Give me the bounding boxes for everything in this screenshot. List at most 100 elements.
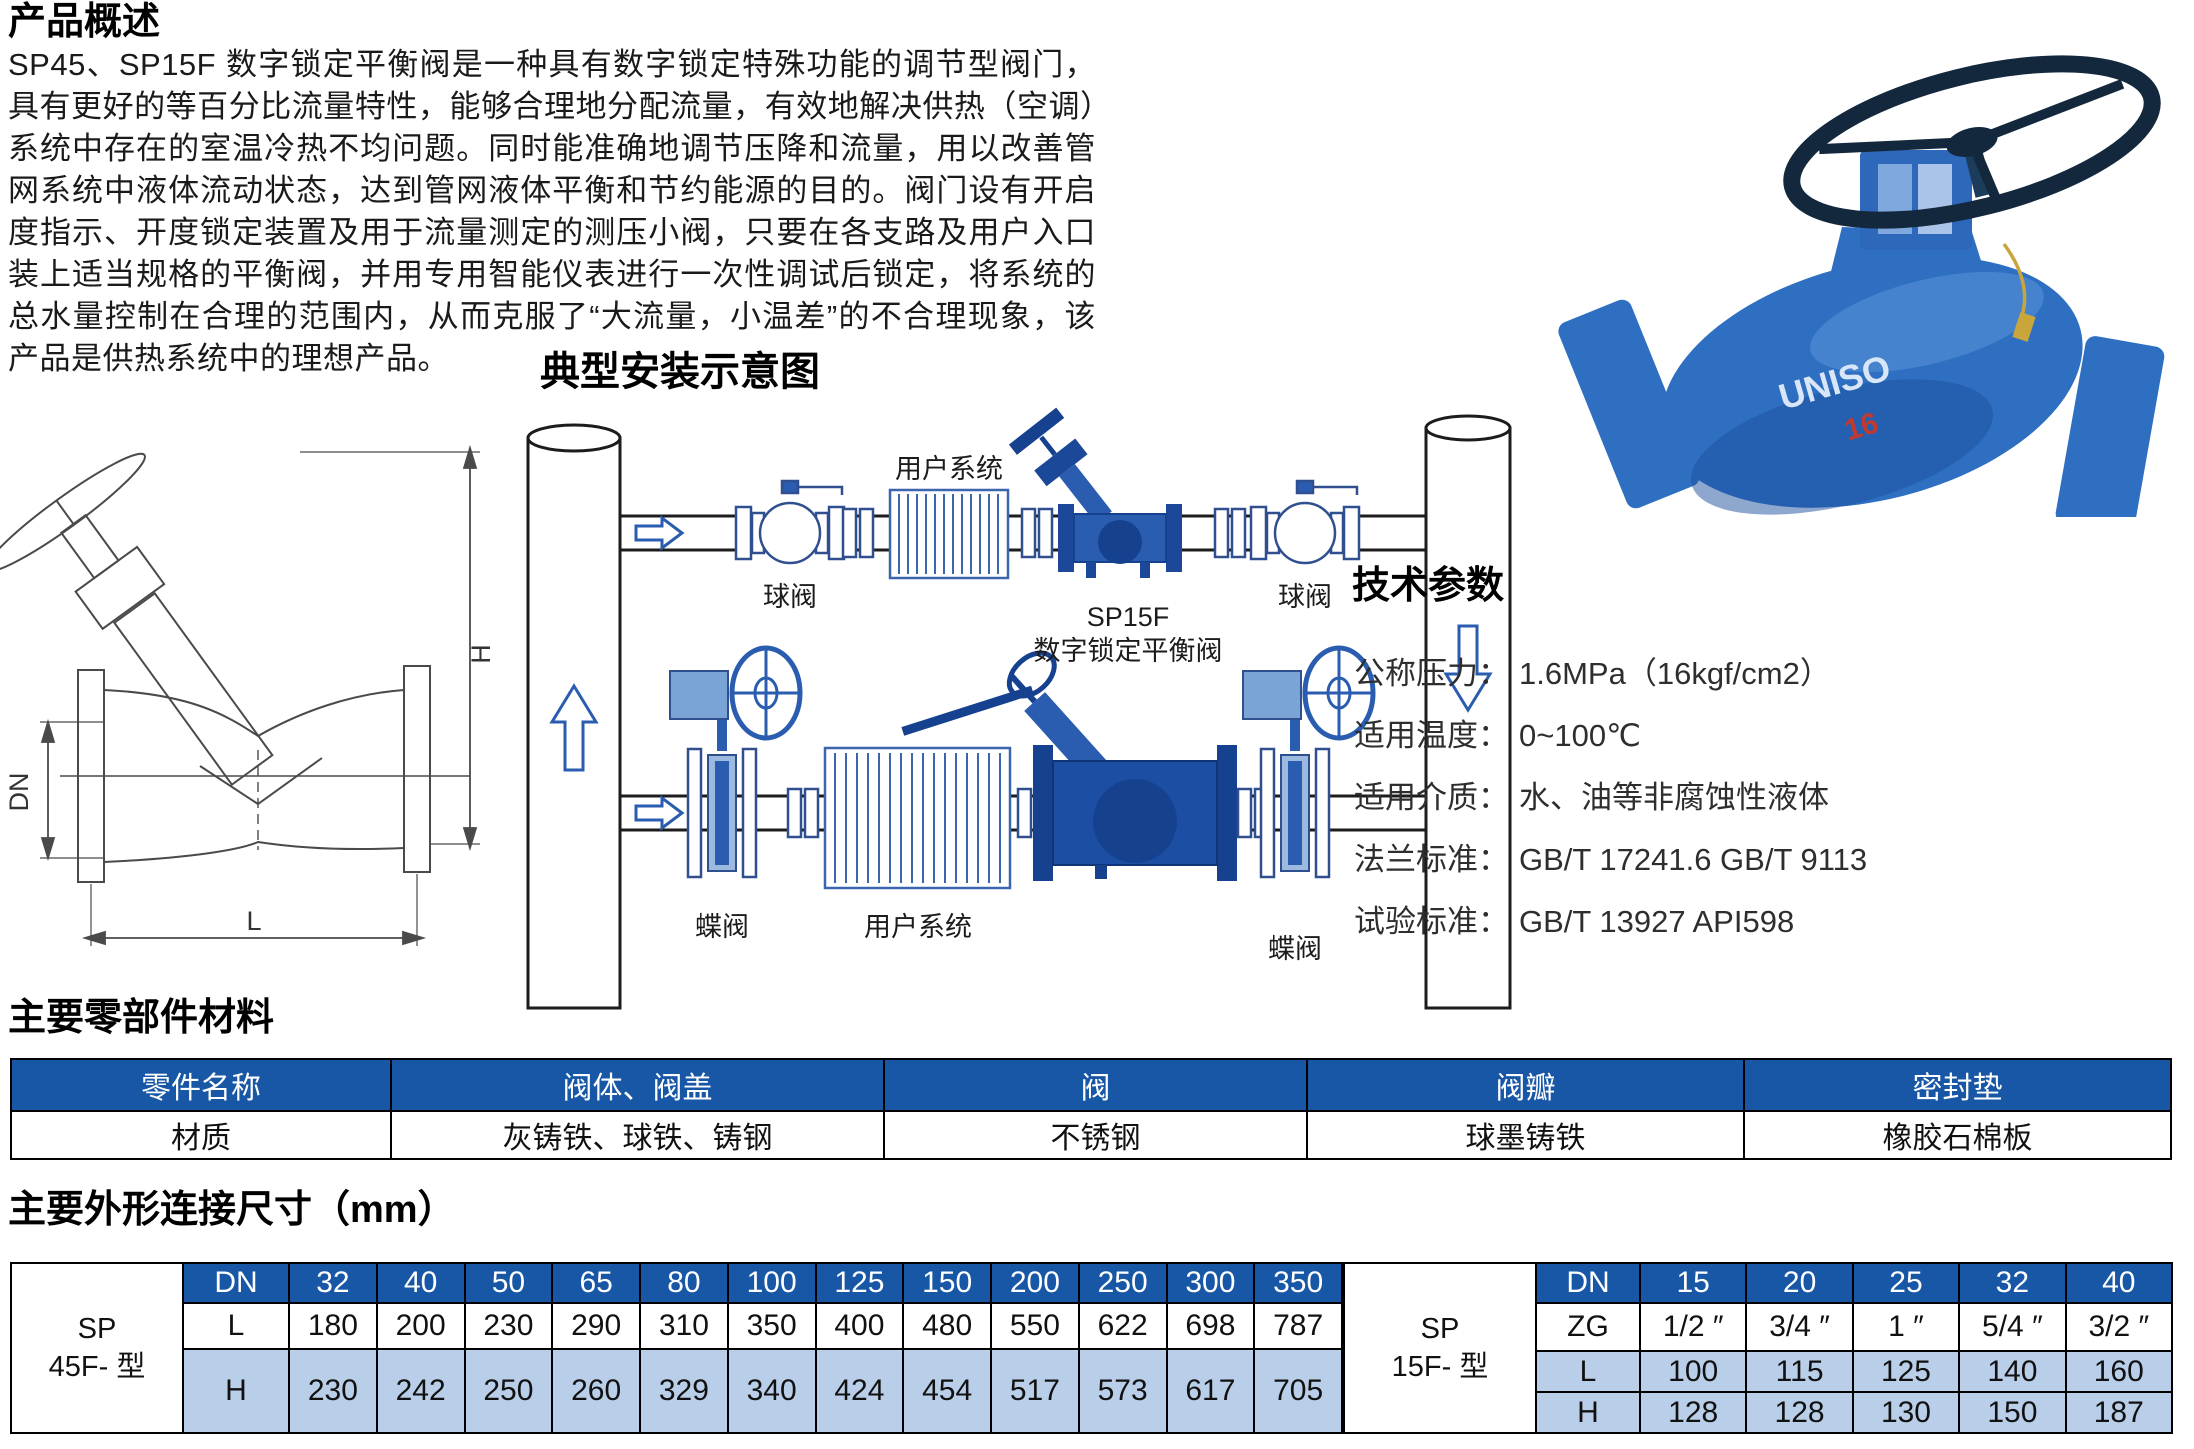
h-cell: 329: [639, 1348, 729, 1434]
dn-cell: 300: [1165, 1262, 1256, 1304]
overview-body: SP45、SP15F 数字锁定平衡阀是一种具有数字锁定特殊功能的调节型阀门，具有…: [8, 47, 1096, 376]
zg-cell: 5/4 ″: [1958, 1302, 2067, 1352]
dn-cell: 250: [1077, 1262, 1168, 1304]
label-ball-valve-right: 球阀: [1278, 582, 1332, 612]
model-line: SP: [77, 1313, 117, 1345]
materials-header-cell: 阀: [883, 1058, 1308, 1112]
h-cell: 250: [463, 1348, 554, 1434]
h-cell: 128: [1638, 1391, 1748, 1434]
l-cell: 200: [375, 1302, 466, 1350]
dim-label-l: L: [246, 906, 261, 936]
label-sp15f-name: 数字锁定平衡阀: [1034, 636, 1223, 666]
l-cell: 230: [463, 1302, 554, 1350]
h-cell: 454: [902, 1348, 992, 1434]
tech-value: GB/T 13927 API598: [1519, 904, 1795, 939]
h-cell: 260: [551, 1348, 641, 1434]
flow-arrow-down-icon: [1443, 624, 1493, 713]
materials-header-cell: 阀瓣: [1306, 1058, 1745, 1112]
tech-label: 适用介质：: [1354, 780, 1509, 815]
dn-cell: 50: [463, 1262, 554, 1304]
zg-cell: 3/4 ″: [1745, 1302, 1854, 1352]
h-cell: 705: [1253, 1348, 1343, 1434]
l-cell: 160: [2064, 1350, 2174, 1393]
dn-cell: 40: [2064, 1262, 2174, 1304]
label-ball-valve-left: 球阀: [763, 582, 817, 612]
user-system-radiator-top: [888, 488, 1010, 580]
bonnet-and-handwheel: [0, 452, 274, 787]
valve-dimension-drawing: H DN L: [0, 444, 496, 946]
materials-table: 零件名称 阀体、阀盖 阀 阀瓣 密封垫 材质 灰铸铁、球铁、铸钢 不锈钢 球墨铸…: [10, 1058, 2172, 1160]
dn-cell: 25: [1851, 1262, 1961, 1304]
dn-cell: 15: [1638, 1262, 1748, 1304]
dn-cell: 65: [551, 1262, 641, 1304]
l-cell: 550: [990, 1302, 1080, 1350]
user-system-radiator-bottom: [823, 746, 1012, 890]
h-cell: 242: [375, 1348, 466, 1434]
l-cell: 125: [1851, 1350, 1961, 1393]
label-user-system-top: 用户系统: [895, 454, 1003, 484]
left-pipe: [526, 423, 622, 1010]
l-cell: 787: [1253, 1302, 1343, 1350]
tech-label: 公称压力：: [1354, 656, 1509, 691]
materials-cell: 不锈钢: [883, 1110, 1308, 1160]
dimensions-title: 主要外形连接尺寸（mm）: [8, 1189, 456, 1231]
h-cell: 424: [814, 1348, 905, 1434]
valve-outline: [0, 452, 470, 883]
l-cell: 698: [1165, 1302, 1256, 1350]
flow-arrow-up-icon: [549, 683, 599, 772]
sp15f-balance-valve: [1008, 407, 1182, 578]
tech-value: 1.6MPa（16kgf/cm2）: [1519, 656, 1831, 691]
flow-arrow-right-top-icon: [634, 516, 684, 550]
zg-cell: 3/2 ″: [2064, 1302, 2174, 1352]
butterfly-valve-left: [670, 648, 800, 877]
table-row: 材质 灰铸铁、球铁、铸钢 不锈钢 球墨铸铁 橡胶石棉板: [10, 1110, 2172, 1160]
tech-param-row: 法兰标准： GB/T 17241.6 GB/T 9113: [1354, 834, 2184, 896]
row-label: L: [182, 1302, 290, 1350]
tech-value: GB/T 17241.6 GB/T 9113: [1519, 842, 1868, 877]
zg-cell: 1 ″: [1851, 1302, 1961, 1352]
l-cell: 180: [288, 1302, 378, 1350]
tech-label: 法兰标准：: [1354, 842, 1509, 877]
tech-params-list: 公称压力：1.6MPa（16kgf/cm2） 适用温度：0~100℃ 适用介质：…: [1354, 648, 2184, 958]
installation-diagram: 用户系统 球阀 SP15F 数字锁定平衡阀 球阀 蝶阀 用户系统 蝶阀: [526, 407, 1512, 1010]
materials-header-cell: 零件名称: [10, 1058, 392, 1112]
model-stub: SP 45F- 型: [10, 1262, 184, 1434]
materials-cell: 材质: [10, 1110, 392, 1160]
tech-param-row: 适用介质：水、油等非腐蚀性液体: [1354, 772, 2184, 834]
seal-tag: [2002, 242, 2036, 342]
l-cell: 400: [814, 1302, 905, 1350]
dn-cell: 200: [990, 1262, 1080, 1304]
tech-param-row: 试验标准：GB/T 13927 API598: [1354, 896, 2184, 958]
dn-cell: 32: [1958, 1262, 2067, 1304]
label-user-system-bottom: 用户系统: [864, 912, 972, 942]
dn-cell: 125: [814, 1262, 905, 1304]
dn-cell: 100: [726, 1262, 817, 1304]
row-label: H: [1535, 1391, 1641, 1434]
table-row: ZG 1/2 ″3/4 ″1 ″5/4 ″3/2 ″: [1344, 1302, 2174, 1352]
materials-header-cell: 密封垫: [1743, 1058, 2172, 1112]
model-line: SP: [1420, 1313, 1460, 1345]
l-cell: 622: [1077, 1302, 1168, 1350]
row-label: L: [1535, 1350, 1641, 1393]
materials-title: 主要零部件材料: [8, 997, 275, 1039]
row-label: DN: [182, 1262, 290, 1304]
balance-valve-bottom: [901, 650, 1237, 881]
row-label: H: [182, 1348, 290, 1434]
dn-cell: 350: [1253, 1262, 1343, 1304]
dn-cell: 150: [902, 1262, 992, 1304]
l-cell: 480: [902, 1302, 992, 1350]
overview-title: 产品概述: [8, 1, 161, 43]
dimension-lines: [40, 444, 480, 946]
materials-cell: 橡胶石棉板: [1743, 1110, 2172, 1160]
label-butterfly-left: 蝶阀: [695, 912, 749, 942]
tech-value: 0~100℃: [1519, 718, 1641, 753]
dn-cell: 40: [375, 1262, 466, 1304]
h-cell: 128: [1745, 1391, 1854, 1434]
